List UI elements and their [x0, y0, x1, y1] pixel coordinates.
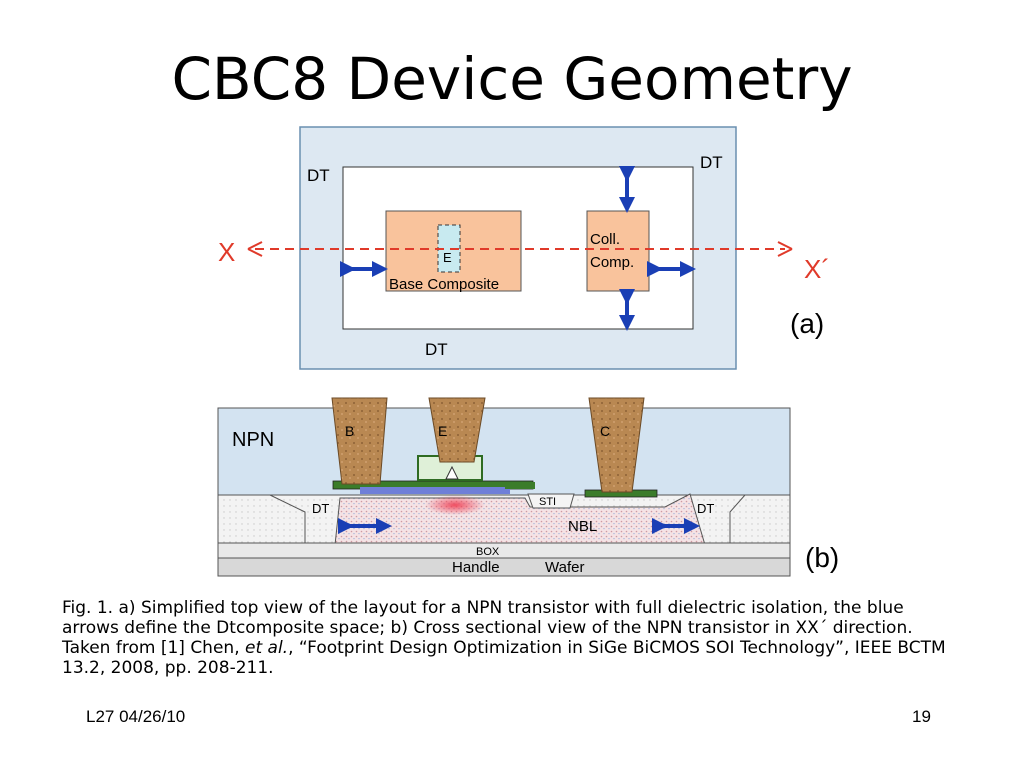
upper-dielectric — [217, 407, 791, 496]
sti-region — [527, 493, 575, 509]
coll-label-line1: Coll. — [590, 231, 620, 248]
base-ext-silicide — [505, 482, 535, 489]
collector-composite-region — [586, 210, 650, 292]
collector-contact — [588, 397, 645, 493]
emitter-label: E — [443, 250, 452, 265]
dt-label-top-right: DT — [700, 153, 723, 172]
dt-label-right: DT — [697, 501, 714, 516]
figure-caption: Fig. 1. a) Simplified top view of the la… — [62, 598, 962, 678]
emitter-contact — [428, 397, 486, 463]
sti-label: STI — [539, 496, 556, 508]
emitter-contact-label: E — [438, 423, 447, 439]
npn-label: NPN — [232, 429, 274, 451]
caption-italic: et al. — [245, 638, 289, 658]
base-composite-label: Base Composite — [389, 276, 499, 293]
box-label: BOX — [476, 546, 500, 558]
handle-label: Handle — [452, 559, 500, 576]
x-prime-label: X´ — [804, 254, 830, 284]
slide-title: CBC8 Device Geometry — [171, 45, 853, 113]
dt-label-bottom: DT — [425, 340, 448, 359]
caption-part1: Fig. 1. a) Simplified top view of the la… — [62, 598, 913, 658]
collector-contact-label: C — [600, 423, 610, 439]
nbl-label: NBL — [568, 518, 597, 535]
top-view-diagram: DT DT DT E Base Composite Coll. Comp. X … — [218, 126, 830, 370]
box-layer — [217, 542, 791, 559]
wafer-label: Wafer — [545, 559, 584, 576]
dt-label-left: DT — [312, 501, 329, 516]
dt-label-top-left: DT — [307, 166, 330, 185]
cross-section-diagram: NPN DT DT NBL STI B E C B — [217, 397, 839, 577]
xx-arrow-left — [247, 241, 263, 257]
figure: DT DT DT E Base Composite Coll. Comp. X … — [217, 126, 839, 577]
xx-arrow-right — [777, 241, 793, 257]
x-label: X — [218, 237, 235, 267]
footer-date: L27 04/26/10 — [86, 707, 186, 726]
panel-a-label: (a) — [790, 308, 824, 339]
panel-b-label: (b) — [805, 542, 839, 573]
junction-glow — [425, 495, 485, 515]
base-contact — [331, 397, 388, 485]
emitter-window — [445, 465, 459, 480]
base-poly — [360, 487, 510, 494]
caption-part2: , “Footprint Design Optimization in SiGe… — [62, 638, 946, 678]
coll-label-line2: Comp. — [590, 254, 634, 271]
page-number: 19 — [912, 707, 931, 726]
base-contact-label: B — [345, 423, 354, 439]
handle-wafer — [217, 557, 791, 577]
